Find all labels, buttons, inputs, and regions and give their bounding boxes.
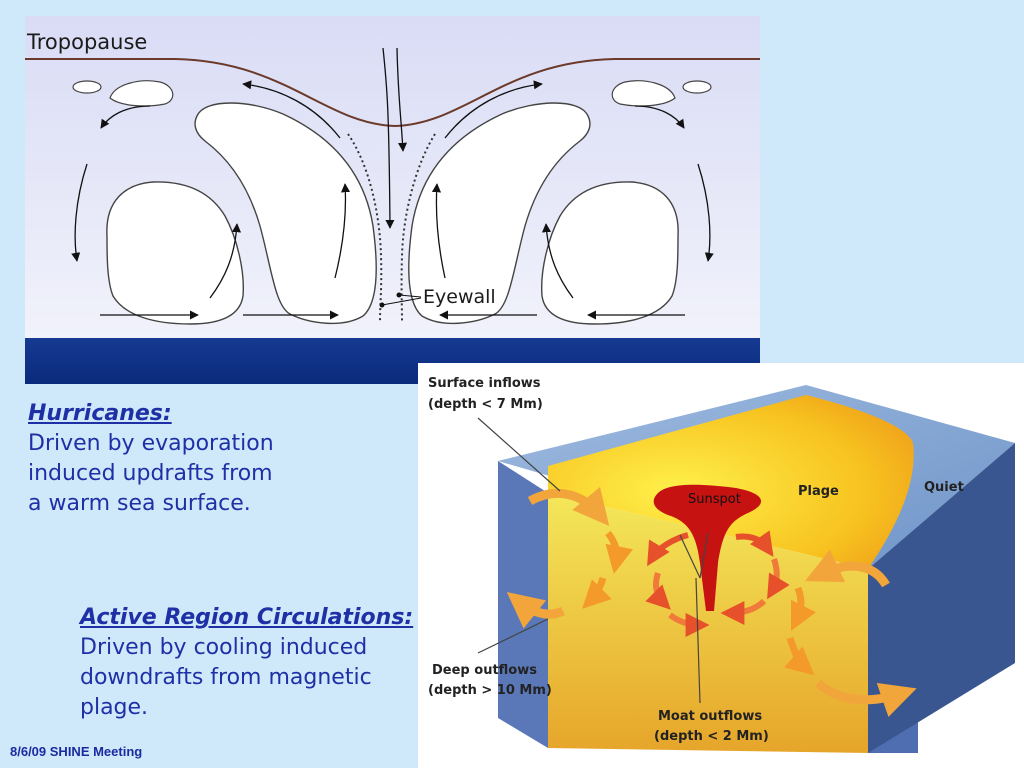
pointer-moat-1 xyxy=(695,577,701,704)
tropopause-label: Tropopause xyxy=(26,30,147,54)
active-regions-line-2: downdrafts from magnetic xyxy=(80,665,372,690)
moat-arrow-4 xyxy=(735,530,774,557)
tropopause-line xyxy=(25,58,760,128)
moat-arrow-2 xyxy=(645,572,671,610)
sunspot-label: Sunspot xyxy=(688,492,741,507)
tall-cloud-left xyxy=(194,102,377,325)
box-right-face xyxy=(868,443,1015,753)
cloud-left-top xyxy=(109,80,174,107)
active-regions-line-3: plage. xyxy=(80,695,149,720)
active-regions-line-1: Driven by cooling induced xyxy=(80,635,368,660)
moat-outflows-depth: (depth < 2 Mm) xyxy=(654,729,769,744)
curl-arrow-right xyxy=(634,105,685,129)
pointer-surface-inflows xyxy=(477,417,561,492)
eyewall-pointer-1 xyxy=(381,297,422,306)
eyewall-label: Eyewall xyxy=(423,286,496,308)
descend-arrow-left xyxy=(71,163,88,262)
deep-outflow-arrow-right xyxy=(814,679,917,718)
quiet-label: Quiet xyxy=(924,480,964,495)
hurricanes-line-3: a warm sea surface. xyxy=(28,491,251,516)
down-arrow-center-left xyxy=(382,47,395,229)
hurricanes-heading: Hurricanes: xyxy=(28,401,172,426)
small-cloud-left xyxy=(72,80,102,94)
curl-arrow-left xyxy=(100,105,151,129)
down-arrow-a xyxy=(605,530,634,574)
surface-inflow-arrow-right xyxy=(804,549,890,588)
rise-arrow-right-tall xyxy=(431,183,446,279)
active-regions-heading: Active Region Circulations: xyxy=(80,605,414,630)
active-regions-caption: Active Region Circulations: Driven by co… xyxy=(80,603,420,723)
hurricane-diagram: Tropopause Eyewall xyxy=(25,16,760,384)
moat-arrow-6 xyxy=(720,598,767,625)
moat-outflows-label: Moat outflows xyxy=(658,709,762,724)
descend-arrow-right xyxy=(697,163,714,262)
deep-outflow-arrow-left xyxy=(506,592,565,629)
deep-outflows-label: Deep outflows xyxy=(432,663,537,678)
down-arrow-b xyxy=(582,576,612,609)
footer-meeting-label: 8/6/09 SHINE Meeting xyxy=(10,744,143,759)
plage-label: Plage xyxy=(798,484,839,499)
outflow-arrow-right xyxy=(444,80,543,139)
tall-cloud-right xyxy=(408,102,591,325)
eyewall-dotted-right xyxy=(400,133,436,322)
down-arrow-center-right xyxy=(396,47,408,152)
cloud-right-top xyxy=(611,80,676,107)
down-arrow-d xyxy=(784,636,815,676)
surface-inflows-label: Surface inflows xyxy=(428,376,541,391)
pointer-moat-2 xyxy=(679,534,701,579)
surface-inflow-arrow-left xyxy=(527,486,610,527)
rise-arrow-left-inner xyxy=(209,223,242,299)
moat-arrow-1 xyxy=(647,532,689,567)
hurricanes-line-2: induced updrafts from xyxy=(28,461,273,486)
surface-inflows-depth: (depth < 7 Mm) xyxy=(428,397,543,412)
hurricanes-caption: Hurricanes: Driven by evaporation induce… xyxy=(28,399,408,519)
plage-region xyxy=(548,395,914,569)
pointer-deep-outflows xyxy=(477,618,549,654)
round-cloud-left xyxy=(106,181,245,325)
pointer-moat-3 xyxy=(699,532,709,579)
hurricanes-line-1: Driven by evaporation xyxy=(28,431,274,456)
rise-arrow-right-inner xyxy=(541,223,574,299)
active-region-diagram: Surface inflows (depth < 7 Mm) Sunspot P… xyxy=(418,363,1024,768)
eyewall-pointer-2 xyxy=(398,294,422,298)
down-arrow-c xyxy=(790,586,817,632)
deep-outflows-depth: (depth > 10 Mm) xyxy=(428,683,552,698)
sunspot xyxy=(653,484,762,611)
moat-arrow-5 xyxy=(767,558,790,600)
round-cloud-right xyxy=(540,181,679,325)
small-cloud-right xyxy=(682,80,712,94)
rise-arrow-left-tall xyxy=(334,183,351,279)
outflow-arrow-left xyxy=(242,80,341,139)
